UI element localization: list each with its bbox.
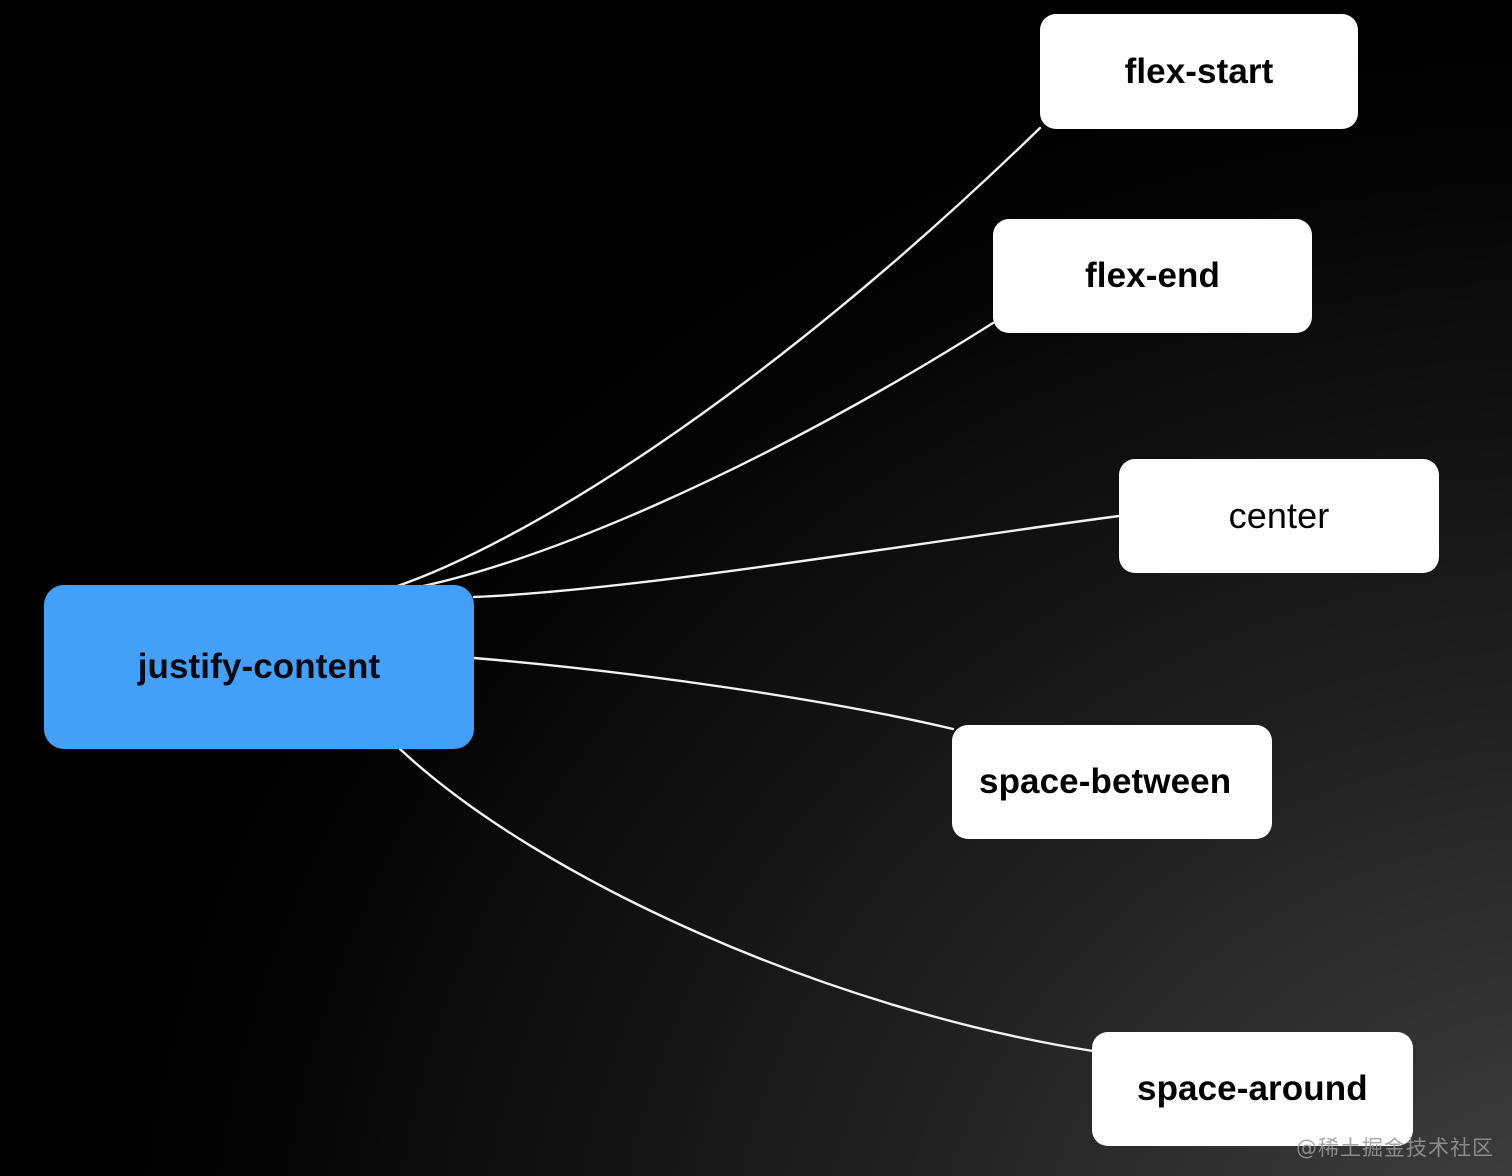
mindmap-node-space-between[interactable]: space-between <box>952 725 1272 839</box>
mindmap-node-flex-end[interactable]: flex-end <box>993 219 1312 333</box>
edge-to-flex-start <box>390 126 1042 590</box>
mindmap-node-flex-start[interactable]: flex-start <box>1040 14 1358 129</box>
mindmap-node-flex-start-label: flex-start <box>1124 51 1274 91</box>
mindmap-root-node-justify-content[interactable]: justify-content <box>44 585 474 749</box>
edge-to-space-between <box>472 656 955 731</box>
mindmap-node-flex-end-label: flex-end <box>1085 256 1220 295</box>
mindmap-node-center-label: center <box>1228 495 1330 536</box>
mindmap-node-space-around[interactable]: space-around <box>1092 1032 1413 1146</box>
mindmap-node-center[interactable]: center <box>1119 459 1439 573</box>
watermark-label: @稀土掘金技术社区 <box>1296 1136 1494 1160</box>
mindmap-node-space-between-label: space-between <box>979 762 1232 801</box>
edge-to-center <box>472 514 1121 599</box>
mindmap-node-space-around-label: space-around <box>1137 1069 1368 1108</box>
edge-to-flex-end <box>390 321 995 594</box>
mindmap-root-label: justify-content <box>137 647 381 686</box>
edge-to-space-around <box>398 747 1095 1053</box>
